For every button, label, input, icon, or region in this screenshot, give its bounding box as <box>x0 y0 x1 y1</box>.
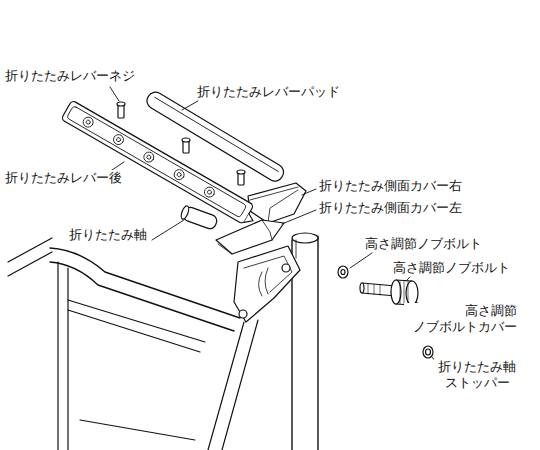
lever-screws <box>117 102 245 185</box>
hinge-bracket <box>259 272 263 296</box>
axis-stopper <box>423 346 433 358</box>
side-cover-right <box>248 183 306 223</box>
axis-stopper <box>426 349 431 355</box>
lever-rear <box>85 119 90 124</box>
side-cover-left <box>216 220 284 254</box>
frame <box>8 233 318 450</box>
hinge-bracket <box>282 264 290 272</box>
lever-screws <box>117 102 125 106</box>
side-cover-right <box>250 187 298 223</box>
lever-rear <box>61 100 254 224</box>
hinge-bracket <box>239 310 247 318</box>
lever-rear <box>244 214 255 226</box>
frame <box>68 310 200 352</box>
side-cover-left <box>218 220 272 254</box>
side-cover-right <box>248 183 306 223</box>
frame <box>296 240 297 258</box>
leader-lines <box>282 210 316 224</box>
frame <box>57 262 58 450</box>
lever-rear <box>112 133 126 147</box>
part-label: 折りたたみレバー後 <box>4 170 123 186</box>
part-label: 折りたたみ軸 ストッパー <box>434 359 520 391</box>
part-label: 折りたたみ側面カバー右 <box>318 178 463 194</box>
frame <box>50 262 234 331</box>
knob-bolt-cover <box>391 280 418 305</box>
lever-rear <box>67 106 247 218</box>
lever-pad <box>155 97 278 171</box>
frame <box>67 268 68 450</box>
lever-screws <box>182 138 190 142</box>
hinge-bracket <box>265 268 268 294</box>
lever-rear <box>142 150 156 164</box>
part-label: 折りたたみレバーパッド <box>196 84 341 100</box>
knob-bolt-washer <box>338 266 348 278</box>
lever-pad <box>144 89 286 184</box>
leader-lines <box>100 87 436 362</box>
folding-axis <box>180 205 219 230</box>
frame <box>317 236 318 450</box>
knob-bolt <box>360 283 364 293</box>
lever-rear <box>203 185 217 199</box>
part-label: 折りたたみ側面カバー左 <box>318 200 463 216</box>
lever-rear <box>146 154 151 159</box>
lever-rear <box>116 137 121 142</box>
part-label: 高さ調節 ノブボルトカバー <box>404 303 518 335</box>
frame <box>50 248 240 318</box>
hinge-bracket <box>244 256 292 292</box>
lever-rear <box>61 100 260 228</box>
frame <box>208 322 244 450</box>
part-label: 折りたたみ軸 <box>68 227 148 243</box>
frame <box>68 300 205 342</box>
axis-stopper <box>423 346 433 358</box>
lever-screws <box>237 170 245 174</box>
frame <box>222 320 258 450</box>
lever-rear <box>176 172 181 177</box>
hinge-bracket <box>234 246 300 322</box>
hinge-bracket <box>234 246 300 322</box>
leader-lines <box>406 277 410 281</box>
folding-axis <box>180 205 190 220</box>
part-label: 高さ調節ノブボルト <box>392 260 511 276</box>
lever-rear <box>207 189 212 194</box>
leader-lines <box>182 101 198 110</box>
leader-lines <box>302 189 316 195</box>
leader-lines <box>152 220 184 240</box>
part-label: 折りたたみレバーネジ <box>4 68 136 84</box>
frame <box>8 238 52 262</box>
knob-bolt <box>368 284 380 295</box>
lever-rear <box>81 115 95 129</box>
lever-pad <box>144 89 286 184</box>
frame <box>80 420 195 440</box>
knob-bolt-cover <box>391 280 401 304</box>
leader-lines <box>350 253 372 268</box>
lever-rear <box>172 168 186 182</box>
knob-bolt-washer <box>341 270 345 275</box>
knob-bolt-cover <box>400 281 408 305</box>
side-cover-left <box>216 220 284 254</box>
knob-bolt-washer <box>338 266 348 278</box>
leader-lines <box>110 87 119 101</box>
part-label: 高さ調節ノブボルト <box>364 236 483 252</box>
frame <box>8 252 52 276</box>
